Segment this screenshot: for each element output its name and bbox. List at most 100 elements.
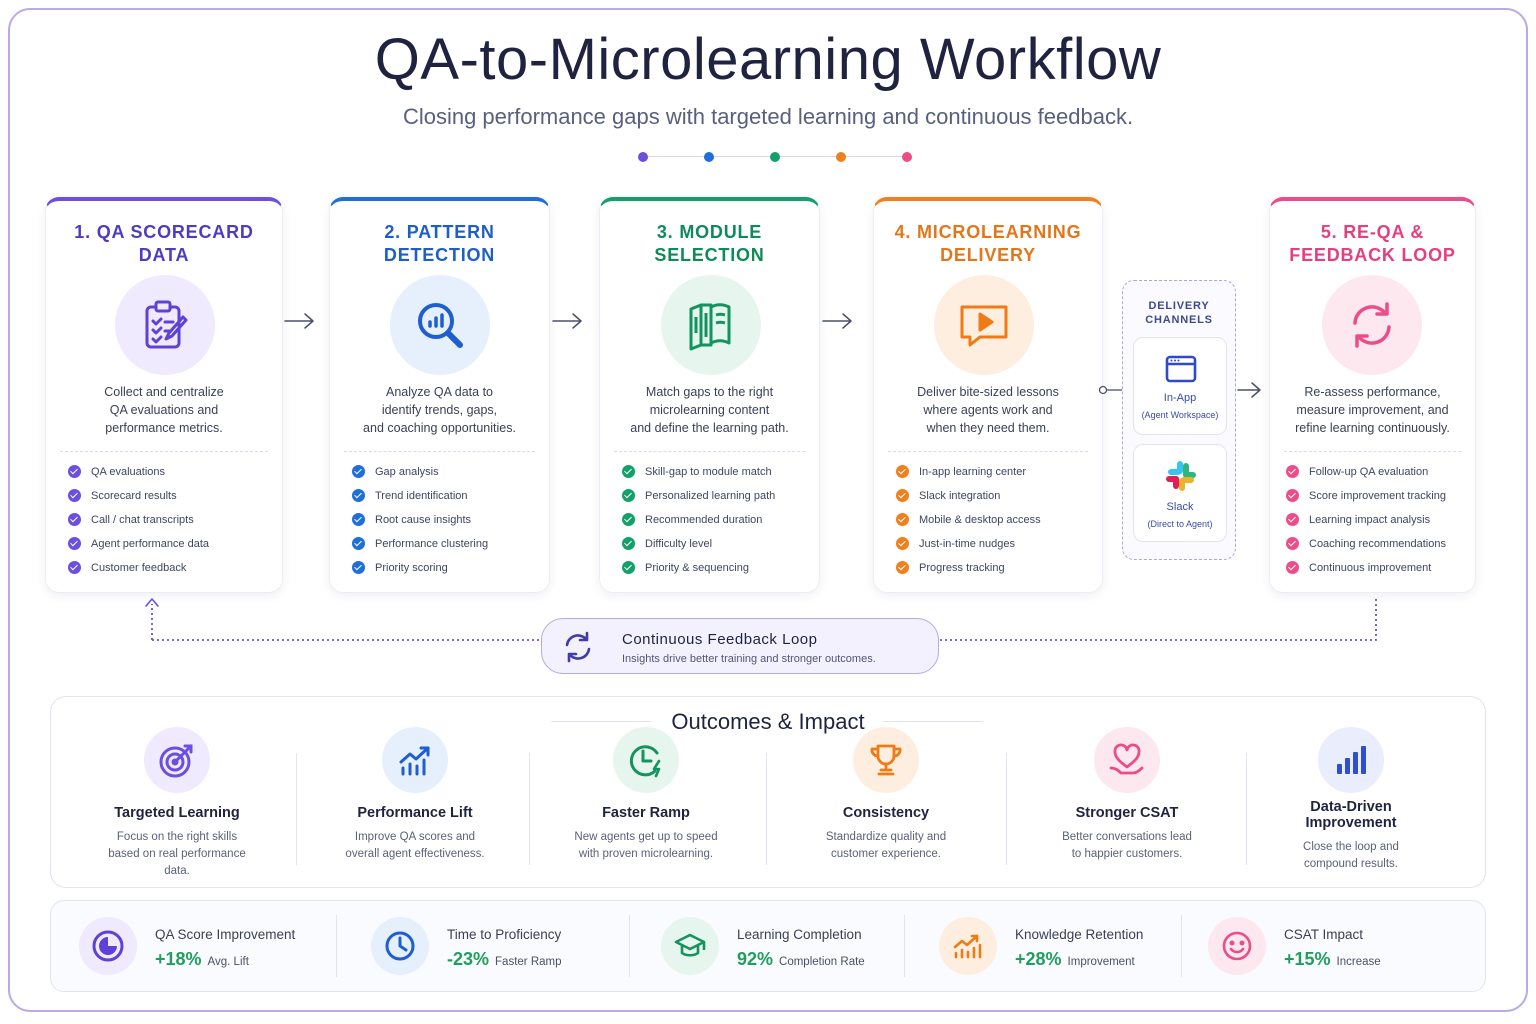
bar-chart-icon (1318, 727, 1384, 793)
divider (551, 721, 651, 722)
outcome-name: Performance Lift (357, 805, 473, 821)
step-title-line2: DETECTION (383, 245, 496, 265)
list-item: Scorecard results (68, 489, 272, 513)
dot-blue (704, 152, 714, 162)
desc-line: data. (164, 865, 190, 877)
check-icon (68, 561, 81, 574)
desc-line: Collect and centralize (104, 385, 224, 399)
step-title-line1: QA SCORECARD (96, 222, 254, 242)
page-subtitle: Closing performance gaps with targeted l… (402, 104, 1134, 129)
outcome-targeted-learning: Targeted Learning Focus on the right ski… (62, 727, 292, 880)
step-checklist: In-app learning center Slack integration… (896, 465, 1092, 585)
outcome-name: Faster Ramp (602, 805, 690, 821)
trend-up-icon (939, 917, 997, 975)
check-icon (1286, 513, 1299, 526)
step-title: 2. PATTERN DETECTION (330, 221, 549, 267)
step-title-line1: RE-QA & (1343, 222, 1425, 242)
item-text: Continuous improvement (1309, 562, 1432, 574)
metric-value: +15% (1284, 949, 1331, 969)
item-text: Mobile & desktop access (919, 514, 1041, 526)
desc-line: New agents get up to speed (574, 831, 718, 843)
metric-unit: Improvement (1067, 956, 1135, 968)
divider (888, 451, 1088, 452)
outcome-name: Consistency (842, 805, 930, 821)
divider (1181, 915, 1182, 977)
step-description: Deliver bite-sized lessons where agents … (890, 383, 1086, 437)
list-item: Gap analysis (352, 465, 539, 489)
check-icon (1286, 561, 1299, 574)
channel-name: Slack (1166, 501, 1194, 513)
check-icon (1286, 537, 1299, 550)
list-item: Skill-gap to module match (622, 465, 809, 489)
arrow-right-icon (1237, 382, 1261, 398)
step-number: 4. (894, 222, 912, 242)
desc-line: compound results. (1304, 858, 1398, 870)
list-item: Agent performance data (68, 537, 272, 561)
check-icon (622, 513, 635, 526)
step-title-line1: MICROLEARNING (917, 222, 1082, 242)
desc-line: customer experience. (831, 848, 941, 860)
check-icon (896, 465, 909, 478)
item-text: Just-in-time nudges (919, 538, 1015, 550)
check-icon (68, 537, 81, 550)
outcome-stronger-csat: Stronger CSAT Better conversations lead … (1012, 727, 1242, 863)
item-text: Learning impact analysis (1309, 514, 1431, 526)
desc-line: where agents work and (923, 403, 1053, 417)
channels-title: DELIVERY CHANNELS (1123, 299, 1235, 327)
metric-value-row: 92%Completion Rate (737, 949, 865, 970)
delivery-channels-panel: DELIVERY CHANNELS In-App (Agent Workspac… (1122, 280, 1236, 560)
check-icon (352, 489, 365, 502)
outcome-desc: Improve QA scores and overall agent effe… (300, 829, 530, 863)
metric-unit: Increase (1336, 956, 1381, 968)
metrics-panel: QA Score Improvement +18%Avg. Lift Time … (50, 900, 1486, 992)
step-title-line1: PATTERN (406, 222, 495, 242)
arrow-right-icon (822, 313, 852, 329)
step-number: 2. (384, 222, 401, 242)
smiley-icon (1208, 917, 1266, 975)
step-number: 1. (74, 222, 91, 242)
list-item: Slack integration (896, 489, 1092, 513)
gauge-icon (79, 917, 137, 975)
metric-knowledge-retention: Knowledge Retention +28%Improvement (939, 917, 1199, 977)
channel-in-app[interactable]: In-App (Agent Workspace) (1133, 337, 1227, 435)
list-item: Learning impact analysis (1286, 513, 1465, 537)
metric-time-to-proficiency: Time to Proficiency -23%Faster Ramp (371, 917, 631, 977)
check-icon (896, 537, 909, 550)
divider (1006, 753, 1007, 865)
channel-slack[interactable]: Slack (Direct to Agent) (1133, 444, 1227, 542)
target-icon (144, 727, 210, 793)
feedback-loop-path (145, 596, 1377, 641)
list-item: Just-in-time nudges (896, 537, 1092, 561)
step-title-line2: FEEDBACK LOOP (1289, 245, 1456, 265)
desc-line: identify trends, gaps, (381, 403, 498, 417)
item-text: Personalized learning path (645, 490, 776, 502)
list-item: Call / chat transcripts (68, 513, 272, 537)
desc-line: and define the learning path. (630, 421, 789, 435)
desc-line: refine learning continuously. (1295, 421, 1450, 435)
name-line: Data-Driven (1310, 799, 1392, 815)
item-text: Follow-up QA evaluation (1309, 466, 1429, 478)
channels-title-line2: CHANNELS (1145, 314, 1213, 326)
item-text: Trend identification (375, 490, 468, 502)
check-icon (352, 537, 365, 550)
desc-line: Improve QA scores and (354, 831, 476, 843)
desc-line: Close the loop and (1303, 841, 1399, 853)
list-item: In-app learning center (896, 465, 1092, 489)
item-text: Coaching recommendations (1309, 538, 1446, 550)
metric-label: Time to Proficiency (447, 927, 562, 942)
outcome-consistency: Consistency Standardize quality and cust… (771, 727, 1001, 863)
metric-value: -23% (447, 949, 490, 969)
magnifier-chart-icon (390, 275, 490, 375)
desc-line: QA evaluations and (109, 403, 219, 417)
outcome-faster-ramp: Faster Ramp New agents get up to speed w… (531, 727, 761, 863)
arrow-right-icon (284, 313, 314, 329)
dot-purple (638, 152, 648, 162)
outcome-desc: Close the loop and compound results. (1236, 839, 1466, 873)
channels-title-line1: DELIVERY (1148, 300, 1210, 312)
metric-unit: Avg. Lift (207, 956, 249, 968)
desc-line: and coaching opportunities. (363, 421, 516, 435)
divider (1246, 753, 1247, 865)
divider (336, 915, 337, 977)
step-title-line2: SELECTION (654, 245, 765, 265)
desc-line: Deliver bite-sized lessons (917, 385, 1059, 399)
